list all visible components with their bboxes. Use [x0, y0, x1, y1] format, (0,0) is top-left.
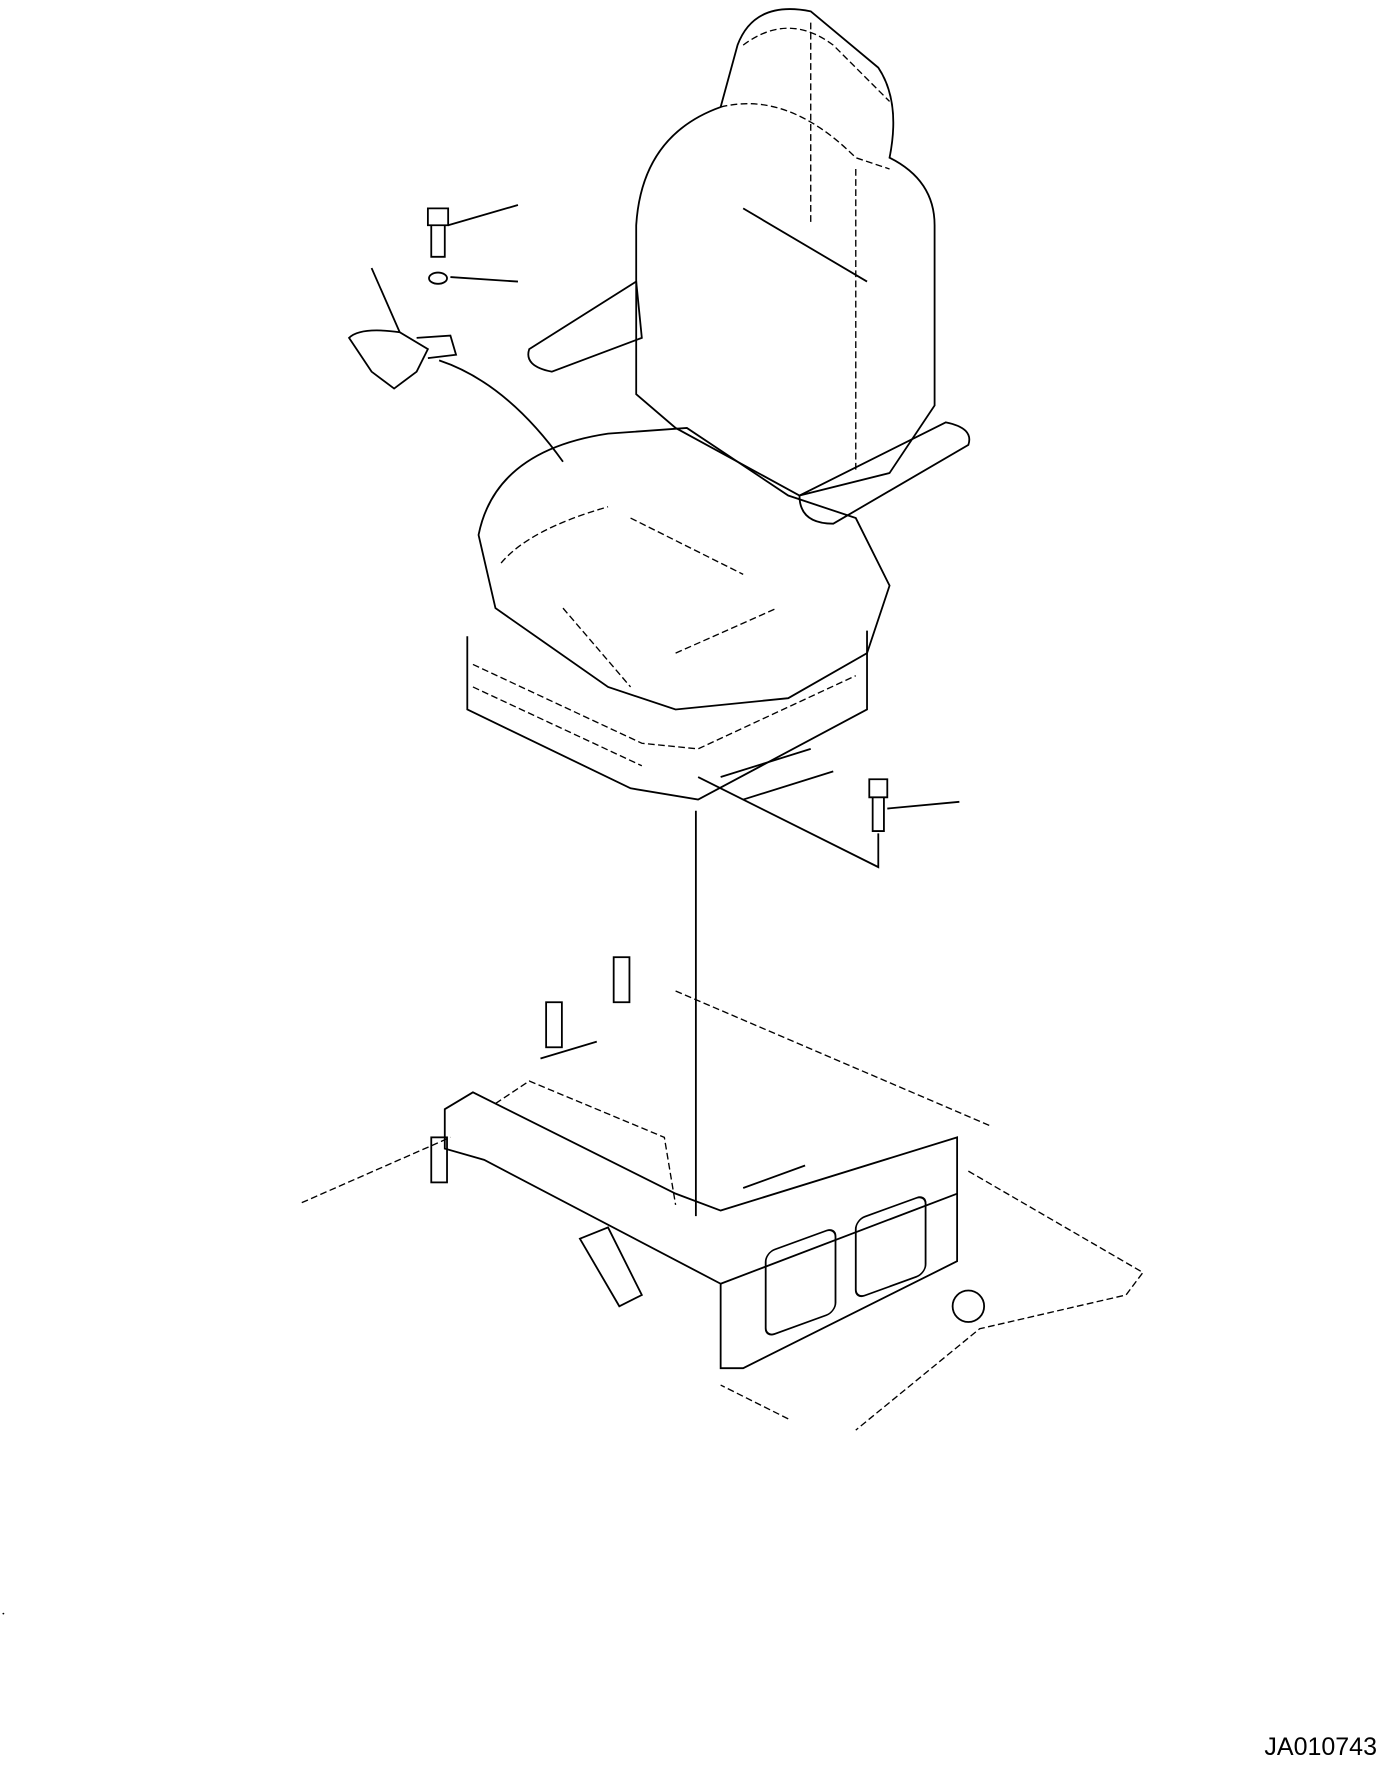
leader-lines	[370, 204, 960, 1217]
drawing-code: JA010743	[1264, 1733, 1377, 1761]
seat	[466, 8, 971, 801]
control-lever	[347, 329, 564, 463]
seat-mount-frame	[430, 956, 986, 1370]
floor-plate	[301, 990, 1144, 1431]
bolt-parts	[426, 207, 889, 832]
